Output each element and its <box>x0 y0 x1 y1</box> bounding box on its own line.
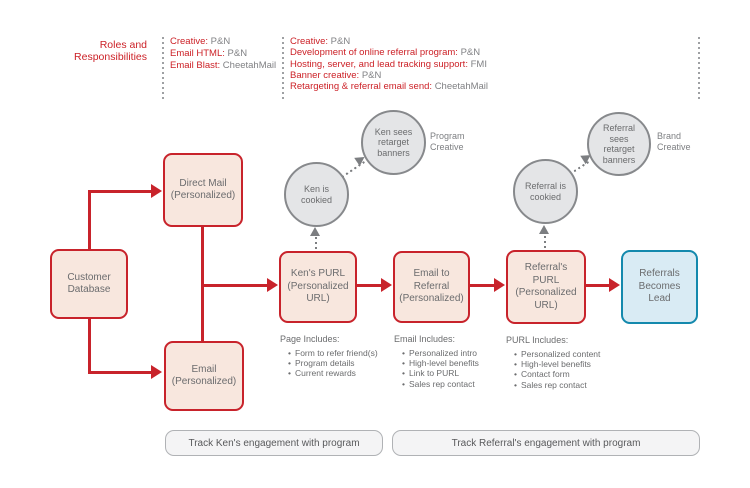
connector-customer-to-directmail-vertical <box>88 191 91 251</box>
box-title: Referral's PURL <box>524 262 568 286</box>
arrowhead-into-email <box>151 365 162 379</box>
box-subtitle: (Personalized) <box>399 293 464 305</box>
box-subtitle: (Personalized URL) <box>515 287 577 311</box>
box-subtitle: (Personalized) <box>170 190 236 201</box>
list-item: Personalized intro <box>401 348 479 358</box>
box-subtitle: (Personalized) <box>171 376 237 387</box>
flow-box-referrals-becomes-lead: Referrals Becomes Lead <box>621 250 698 324</box>
connector-customer-to-directmail-horizontal <box>88 190 152 193</box>
box-subtitle: (Personalized URL) <box>287 280 349 305</box>
connector-customer-to-email-vertical <box>88 319 91 374</box>
connector-junction-to-kens-purl <box>201 284 267 287</box>
legend-entry: Hosting, server, and lead tracking suppo… <box>290 58 487 70</box>
email-includes-list: Personalized intro High-level benefits L… <box>401 348 479 389</box>
purl-includes-heading: PURL Includes: <box>506 335 569 345</box>
flow-box-referrals-purl: Referral's PURL (Personalized URL) <box>506 250 586 324</box>
roles-responsibilities-title: Roles and Responsibilities <box>74 39 147 63</box>
flow-box-customer-database: Customer Database <box>50 249 128 319</box>
brand-creative-note: Brand Creative <box>657 131 691 152</box>
list-item: Program details <box>287 358 378 368</box>
legend-entry: Retargeting & referral email send: Cheet… <box>290 81 489 93</box>
legend-divider-1 <box>162 37 164 100</box>
list-item: Form to refer friend(s) <box>287 348 378 358</box>
flow-box-email-to-referral: Email to Referral (Personalized) <box>393 251 470 323</box>
legend-entry: Creative: P&N <box>290 36 351 47</box>
list-item: Link to PURL <box>401 368 479 378</box>
box-title: Email <box>191 363 217 375</box>
program-creative-note: Program Creative <box>430 131 465 152</box>
arrowhead-into-referrals-purl <box>494 278 505 292</box>
box-title: Email to Referral <box>413 268 450 292</box>
circle-referral-is-cookied: Referral is cookied <box>513 159 578 224</box>
circle-ken-sees-retarget-banners: Ken sees retarget banners <box>361 110 426 175</box>
box-title: Direct Mail <box>179 177 227 189</box>
legend-divider-2 <box>282 37 284 100</box>
legend-entry: Banner creative: P&N <box>290 69 382 81</box>
flow-box-direct-mail: Direct Mail (Personalized) <box>163 153 243 227</box>
arrowhead-into-direct-mail <box>151 184 162 198</box>
page-includes-heading: Page Includes: <box>280 334 340 344</box>
list-item: Current rewards <box>287 368 378 378</box>
connector-kenspurl-to-emailreferral <box>356 284 382 287</box>
dotted-arrowhead-into-ken-cookied <box>310 227 320 236</box>
legend-column-1: Creative: P&N Email HTML: P&N Email Blas… <box>170 36 276 72</box>
dotted-connector-kenspurl-to-cookie <box>315 237 317 251</box>
list-item: High-level benefits <box>401 358 479 368</box>
dotted-connector-referralspurl-to-cookie <box>544 236 546 250</box>
box-title: Referrals Becomes Lead <box>638 268 681 305</box>
legend-entry: Creative: P&N <box>170 36 231 47</box>
tracker-label: Track Referral's engagement with program <box>451 437 641 449</box>
email-includes-heading: Email Includes: <box>394 334 456 344</box>
list-item: Sales rep contact <box>401 379 479 389</box>
box-title: Customer Database <box>67 271 111 296</box>
flow-box-email: Email (Personalized) <box>164 341 244 411</box>
list-item: Contact form <box>513 369 600 379</box>
flow-box-kens-purl: Ken's PURL (Personalized URL) <box>279 251 357 323</box>
box-title: Ken's PURL <box>290 268 346 280</box>
page-includes-list: Form to refer friend(s) Program details … <box>287 348 378 379</box>
list-item: Sales rep contact <box>513 380 600 390</box>
legend-entry: Email HTML: P&N <box>170 48 248 59</box>
legend-divider-3 <box>698 37 700 100</box>
circle-ken-is-cookied: Ken is cookied <box>284 162 349 227</box>
legend-entry: Email Blast: CheetahMail <box>170 60 277 71</box>
list-item: High-level benefits <box>513 359 600 369</box>
tracker-label: Track Ken's engagement with program <box>188 437 360 449</box>
arrowhead-into-kens-purl <box>267 278 278 292</box>
legend-entry: Development of online referral program: … <box>290 47 481 59</box>
tracker-ken-engagement: Track Ken's engagement with program <box>165 430 383 456</box>
connector-customer-to-email-horizontal <box>88 371 152 374</box>
arrowhead-into-email-to-referral <box>381 278 392 292</box>
connector-emailreferral-to-referralspurl <box>469 284 495 287</box>
arrowhead-into-referrals-becomes-lead <box>609 278 620 292</box>
list-item: Personalized content <box>513 349 600 359</box>
dotted-arrowhead-into-referral-cookied <box>539 225 549 234</box>
tracker-referral-engagement: Track Referral's engagement with program <box>392 430 700 456</box>
connector-referralspurl-to-lead <box>585 284 610 287</box>
legend-column-2: Creative: P&N Development of online refe… <box>290 36 488 92</box>
circle-referral-sees-retarget-banners: Referral sees retarget banners <box>587 112 651 176</box>
purl-includes-list: Personalized content High-level benefits… <box>513 349 600 390</box>
